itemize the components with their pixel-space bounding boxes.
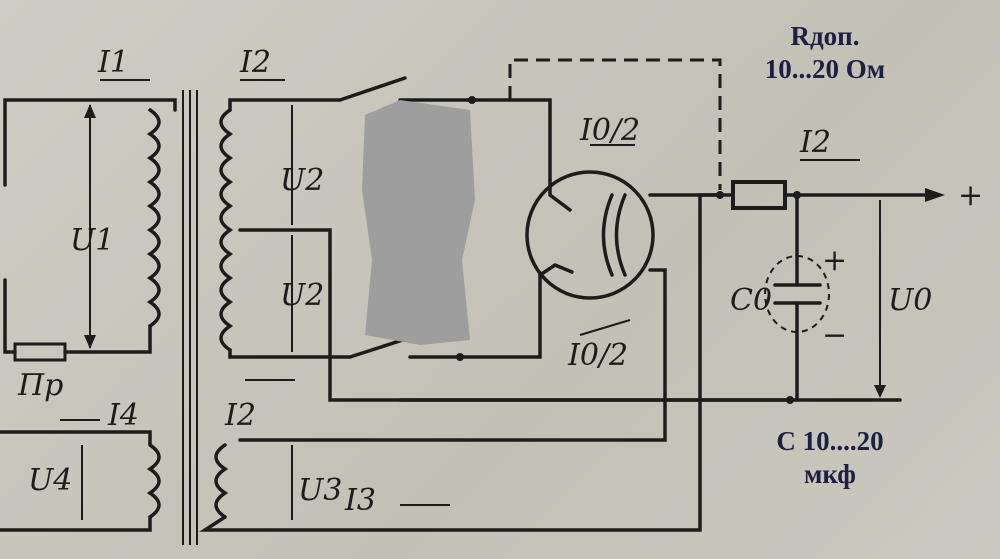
masked-region bbox=[362, 100, 475, 345]
label-u4: U4 bbox=[28, 463, 72, 498]
resistor-annotation: Rдоп. 10...20 Ом bbox=[740, 20, 910, 86]
label-i1: I1 bbox=[97, 45, 129, 80]
resistor-annotation-name: Rдоп. bbox=[790, 21, 860, 51]
label-i2-top: I2 bbox=[239, 45, 271, 80]
label-u3: U3 bbox=[298, 473, 342, 508]
u1-arrow bbox=[84, 104, 96, 349]
secondary-winding bbox=[219, 98, 792, 402]
label-cap-plus: + bbox=[822, 243, 847, 278]
label-u0: U0 bbox=[888, 283, 932, 318]
capacitor bbox=[398, 193, 902, 402]
capacitor-annotation-value: С 10....20 bbox=[776, 426, 884, 456]
label-fuse: Пр bbox=[17, 368, 63, 403]
resistor bbox=[731, 180, 787, 210]
label-i0-half-top: I0/2 bbox=[579, 113, 640, 148]
anode-wire-top bbox=[398, 98, 552, 182]
label-i3: I3 bbox=[344, 483, 376, 518]
label-i2-heater: I2 bbox=[224, 398, 256, 433]
switch-top bbox=[338, 76, 407, 102]
fuse bbox=[13, 342, 67, 362]
label-i4: I4 bbox=[107, 398, 139, 433]
label-u2-upper: U2 bbox=[280, 163, 324, 198]
label-u2-lower: U2 bbox=[280, 278, 324, 313]
transformer-core bbox=[182, 90, 198, 545]
anode-wire-bottom bbox=[408, 273, 542, 359]
dashed-connection bbox=[508, 58, 722, 190]
label-cap-minus: − bbox=[822, 318, 847, 353]
filament-winding bbox=[0, 430, 161, 532]
u0-arrow bbox=[874, 200, 886, 398]
capacitor-annotation-unit: мкф bbox=[804, 459, 856, 489]
heater-wire bbox=[238, 268, 667, 442]
voltage-arrows bbox=[81, 445, 293, 520]
label-c0: C0 bbox=[730, 283, 772, 318]
heater-winding bbox=[199, 193, 722, 532]
capacitor-annotation: С 10....20 мкф bbox=[750, 425, 910, 491]
resistor-annotation-value: 10...20 Ом bbox=[764, 54, 886, 84]
current-arrows bbox=[60, 79, 860, 506]
label-plus-out: + bbox=[958, 178, 983, 213]
primary-winding bbox=[3, 98, 177, 354]
rectifier-tube bbox=[525, 170, 732, 300]
label-i2-out: I2 bbox=[799, 125, 831, 160]
label-i0-half-bottom: I0/2 bbox=[567, 338, 628, 373]
label-u1: U1 bbox=[70, 223, 114, 258]
